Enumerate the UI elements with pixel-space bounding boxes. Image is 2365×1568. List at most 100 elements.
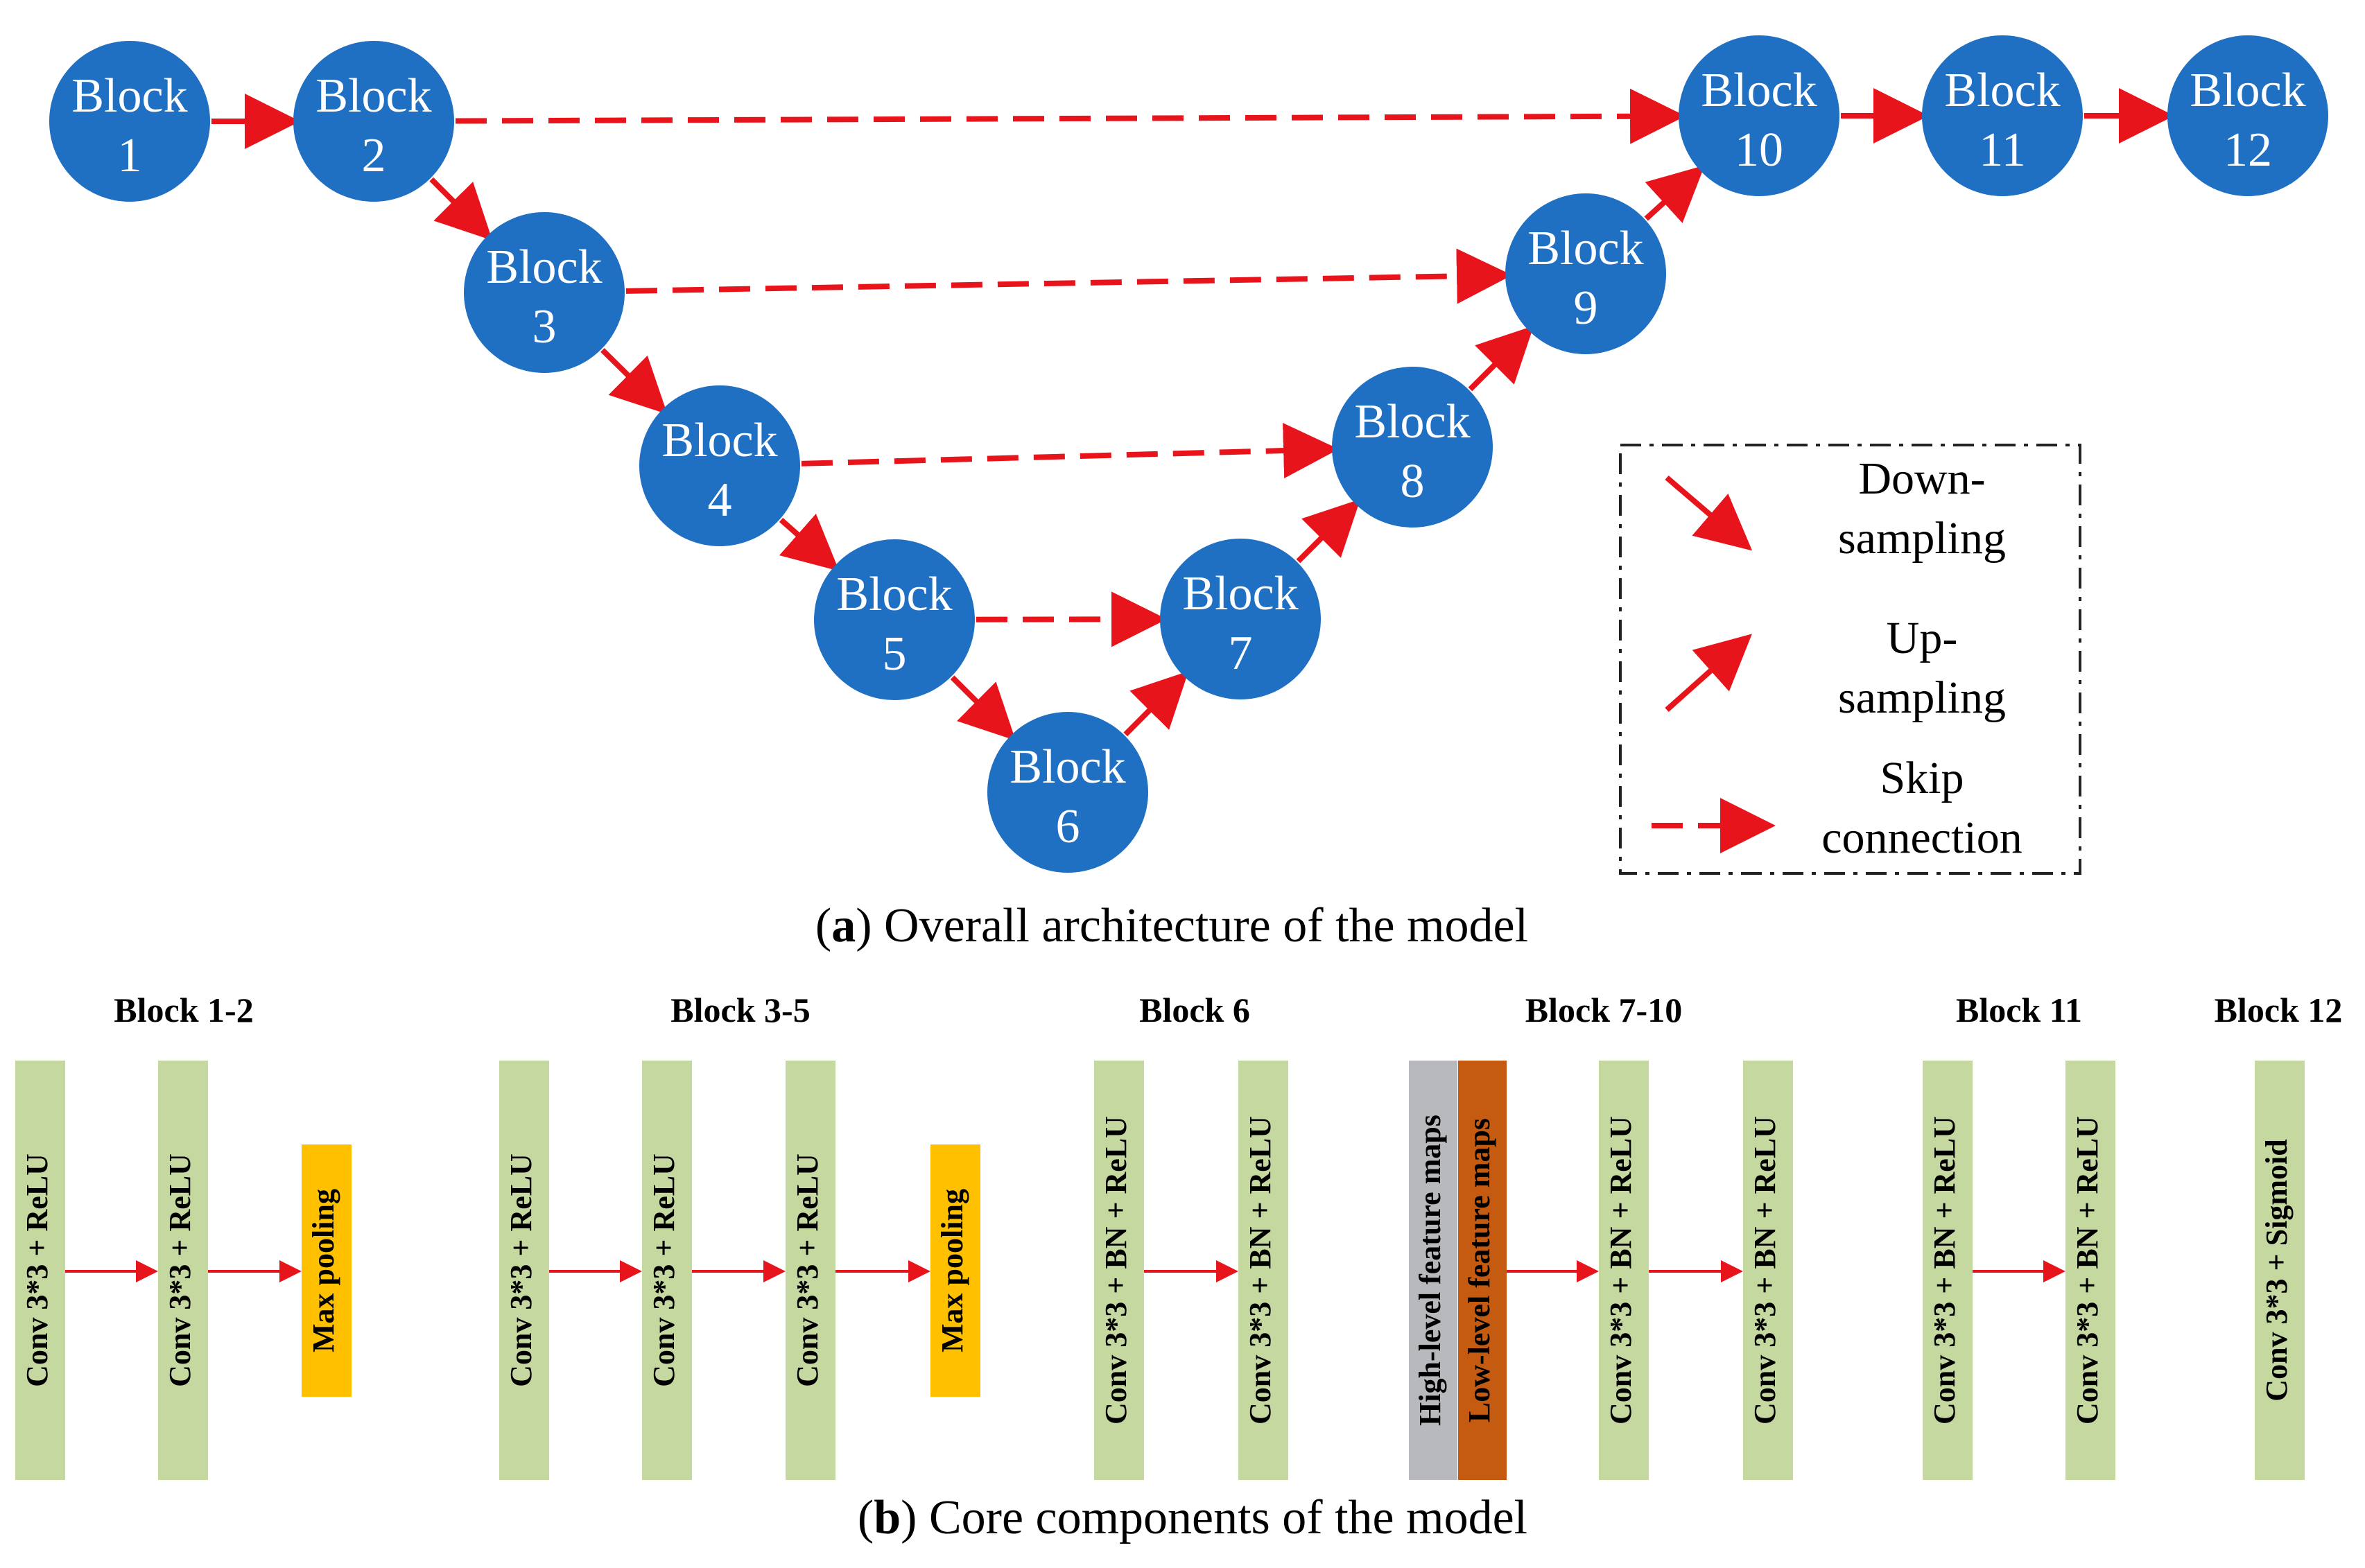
node-number: 6	[1056, 800, 1080, 853]
component-bar	[15, 1061, 65, 1480]
node-label: Block	[1010, 740, 1125, 794]
component-conv: Conv 3*3 + BN + ReLU	[1238, 1061, 1288, 1480]
node-label: Block	[1944, 64, 2060, 117]
edge-b7-b8	[1296, 498, 1361, 564]
node-number: 11	[1979, 123, 2025, 177]
node-block-9: Block 9	[1505, 193, 1666, 354]
component-bar	[1923, 1061, 1973, 1480]
legend-border	[1619, 444, 2081, 875]
node-number: 7	[1229, 627, 1253, 680]
edges-layer	[211, 88, 2174, 741]
node-circle	[49, 41, 210, 202]
edge-b9-b10	[1644, 165, 1705, 223]
node-circle	[639, 385, 800, 546]
component-group-title: Block 1-2	[114, 991, 253, 1029]
component-label: Max pooling	[935, 1189, 969, 1352]
component-group-title: Block 7-10	[1525, 991, 1682, 1029]
component-bar	[499, 1061, 549, 1480]
component-conv: Conv 3*3 + ReLU	[158, 1061, 208, 1480]
edge-b3-b4	[600, 348, 668, 415]
node-circle	[814, 539, 975, 700]
node-block-10: Block 10	[1679, 35, 1839, 196]
node-number: 12	[2224, 123, 2272, 177]
caption-b-letter: b	[874, 1491, 901, 1544]
edge-b2-b3	[429, 177, 493, 241]
component-conv: Conv 3*3 + BN + ReLU	[2065, 1061, 2115, 1480]
component-bar	[2255, 1061, 2305, 1480]
node-block-1: Block 1	[49, 41, 210, 202]
component-bar	[302, 1144, 352, 1397]
component-label: Conv 3*3 + BN + ReLU	[1748, 1116, 1782, 1425]
component-pool: Max pooling	[302, 1144, 352, 1397]
component-conv: Conv 3*3 + Sigmoid	[2255, 1061, 2305, 1480]
component-group-title: Block 11	[1956, 991, 2082, 1029]
component-label: Conv 3*3 + ReLU	[163, 1153, 197, 1387]
node-label: Block	[1701, 64, 1817, 117]
legend-skip-label-2: connection	[1821, 812, 2022, 863]
component-bar	[1599, 1061, 1649, 1480]
node-label: Block	[836, 568, 952, 621]
node-block-6: Block 6	[987, 712, 1148, 873]
node-label: Block	[1354, 395, 1470, 448]
component-bar	[1238, 1061, 1288, 1480]
component-conv: Conv 3*3 + ReLU	[786, 1061, 835, 1480]
legend-up-arrow	[1665, 634, 1752, 712]
node-block-5: Block 5	[814, 539, 975, 700]
component-label: Conv 3*3 + Sigmoid	[2260, 1139, 2294, 1401]
node-circle	[987, 712, 1148, 873]
node-number: 1	[118, 129, 142, 182]
component-conv: Conv 3*3 + ReLU	[499, 1061, 549, 1480]
node-circle	[2167, 35, 2328, 196]
component-high: High-level feature maps	[1409, 1061, 1457, 1480]
component-conv: Conv 3*3 + BN + ReLU	[1599, 1061, 1649, 1480]
legend-down-arrow	[1665, 475, 1753, 551]
component-label: Conv 3*3 + BN + ReLU	[1604, 1116, 1638, 1425]
node-circle	[1679, 35, 1839, 196]
legend-up-label-1: Up-	[1887, 613, 1958, 663]
node-circle	[1160, 539, 1321, 699]
component-label: Max pooling	[306, 1189, 340, 1352]
node-circle	[293, 41, 454, 202]
node-number: 9	[1574, 281, 1598, 335]
node-number: 2	[362, 129, 386, 182]
component-bar	[930, 1144, 980, 1397]
component-label: Conv 3*3 + BN + ReLU	[1927, 1116, 1961, 1425]
node-circle	[464, 212, 625, 373]
node-block-11: Block 11	[1922, 35, 2083, 196]
component-low: Low-level feature maps	[1458, 1061, 1507, 1480]
edge-b4-b8-skip	[801, 423, 1340, 479]
edge-b8-b9	[1468, 325, 1534, 392]
edge-b2-b10-skip	[455, 88, 1686, 144]
node-circle	[1922, 35, 2083, 196]
edge-b6-b7	[1123, 671, 1189, 737]
edge-b5-b6	[950, 675, 1016, 741]
component-conv: Conv 3*3 + ReLU	[642, 1061, 692, 1480]
caption-a: (a) Overall architecture of the model	[815, 899, 1528, 952]
component-label: Conv 3*3 + ReLU	[504, 1153, 538, 1387]
caption-a-letter: a	[831, 899, 856, 952]
node-label: Block	[1182, 567, 1298, 620]
component-conv: Conv 3*3 + BN + ReLU	[1743, 1061, 1793, 1480]
component-pool: Max pooling	[930, 1144, 980, 1397]
caption-b: (b) Core components of the model	[858, 1491, 1527, 1544]
component-label: Conv 3*3 + BN + ReLU	[1099, 1116, 1133, 1425]
node-label: Block	[71, 69, 187, 123]
legend-down-label-1: Down-	[1858, 453, 1985, 504]
component-bar	[1743, 1061, 1793, 1480]
node-number: 10	[1735, 123, 1783, 177]
component-bar	[1409, 1061, 1457, 1480]
component-group-title: Block 3-5	[670, 991, 810, 1029]
component-label: Conv 3*3 + BN + ReLU	[1243, 1116, 1277, 1425]
node-label: Block	[486, 241, 602, 294]
node-label: Block	[1527, 222, 1643, 275]
component-label: Conv 3*3 + BN + ReLU	[2070, 1116, 2104, 1425]
node-circle	[1332, 367, 1493, 528]
node-number: 5	[883, 627, 907, 681]
component-label: Conv 3*3 + ReLU	[20, 1153, 54, 1387]
legend-down-label-2: sampling	[1838, 513, 2006, 564]
